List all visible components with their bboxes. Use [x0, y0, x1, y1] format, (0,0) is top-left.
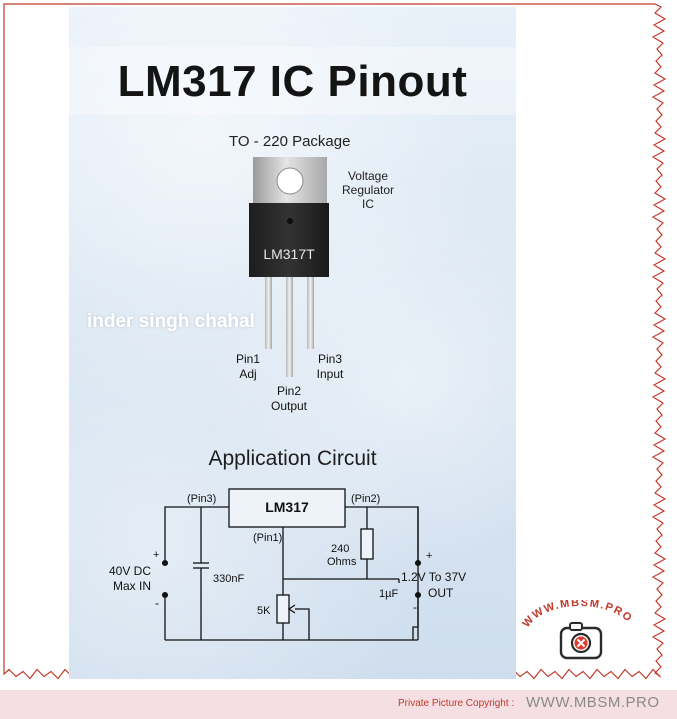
mbsm-logo: WWW.MBSM.PRO — [520, 600, 633, 660]
cap-out-label: 1µF — [379, 588, 398, 600]
pinout-poster: LM317 IC Pinout TO - 220 Package Voltage… — [69, 7, 516, 679]
camera-icon — [559, 622, 603, 660]
resistor-unit-label: Ohms — [327, 556, 357, 568]
output-minus: - — [413, 600, 417, 614]
chip-body — [249, 203, 329, 277]
pot-label: 5K — [257, 605, 271, 617]
pin2-circuit-label: (Pin2) — [351, 493, 380, 505]
pin-leg-3 — [307, 277, 314, 349]
output-note-label: OUT — [428, 586, 454, 600]
application-circuit-title: Application Circuit — [208, 447, 377, 470]
package-label: TO - 220 Package — [229, 133, 351, 150]
to220-package-drawing: LM317T — [249, 157, 329, 377]
pin-leg-2 — [286, 277, 293, 377]
chip-marking: LM317T — [263, 246, 315, 262]
pin1-circuit-label: (Pin1) — [253, 532, 282, 544]
resistor-value-label: 240 — [331, 543, 349, 555]
copyright-footer: Private Picture Copyright : WWW.MBSM.PRO — [0, 690, 677, 719]
resistor-240 — [360, 528, 374, 560]
voltage-regulator-label: Voltage Regulator IC — [341, 169, 395, 211]
lm317-label: LM317 — [265, 499, 309, 515]
input-note-label: Max IN — [113, 579, 151, 593]
copyright-site: WWW.MBSM.PRO — [526, 694, 660, 711]
input-plus: + — [153, 549, 159, 561]
author-watermark: inder singh chahal — [87, 311, 255, 332]
copyright-label: Private Picture Copyright : — [398, 698, 515, 709]
mounting-hole — [276, 167, 304, 195]
cap-in-label: 330nF — [213, 573, 244, 585]
output-plus: + — [426, 550, 432, 562]
output-range-label: 1.2V To 37V — [401, 570, 466, 584]
input-minus: - — [155, 596, 159, 610]
pin3-circuit-label: (Pin3) — [187, 493, 216, 505]
application-circuit-schematic: LM317 (Pin — [109, 488, 466, 641]
lm317-box — [228, 488, 346, 528]
input-voltage-label: 40V DC — [109, 564, 151, 578]
pin-leg-1 — [265, 277, 272, 349]
potentiometer-5k — [276, 594, 290, 624]
poster-title: LM317 IC Pinout — [117, 57, 468, 106]
